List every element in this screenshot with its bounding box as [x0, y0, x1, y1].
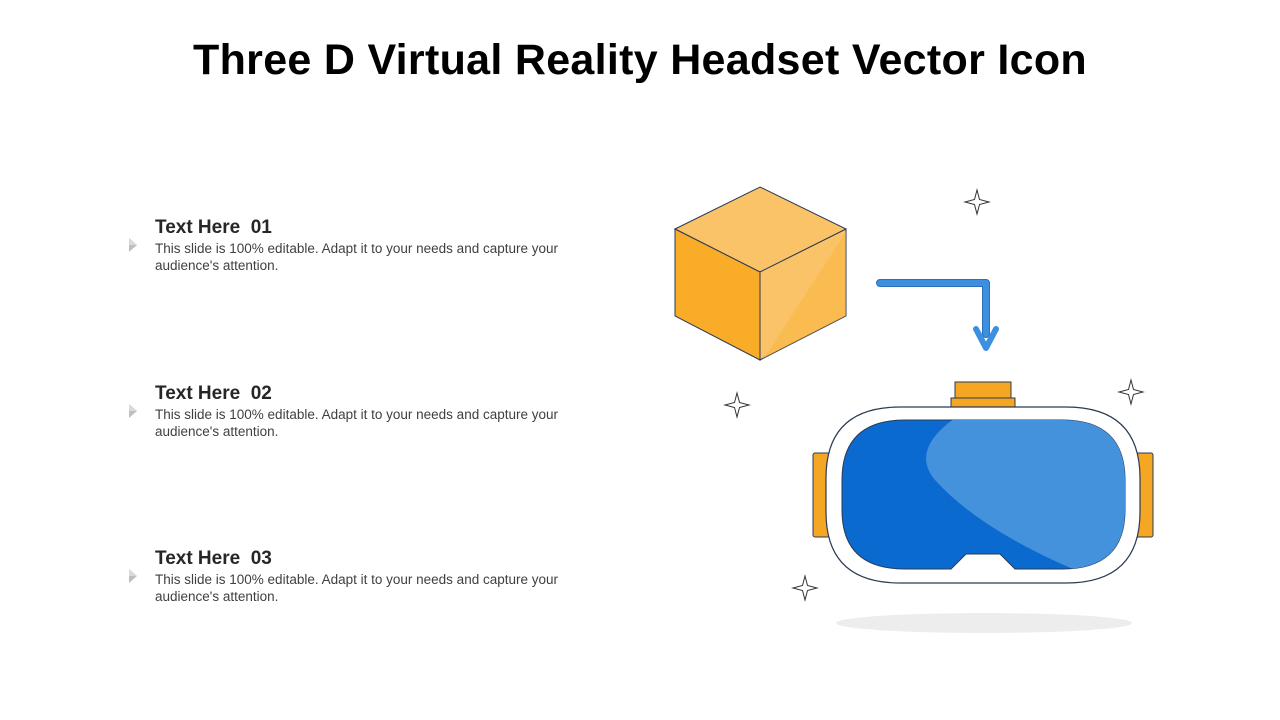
chevron-right-icon	[129, 404, 137, 418]
chevron-right-icon	[129, 238, 137, 252]
chevron-right-icon	[129, 569, 137, 583]
item-description: This slide is 100% editable. Adapt it to…	[155, 241, 558, 273]
sparkle-icon	[1117, 378, 1145, 406]
sparkle-icon	[963, 188, 991, 216]
item-description: This slide is 100% editable. Adapt it to…	[155, 572, 558, 604]
item-heading: Text Here 03	[155, 548, 272, 569]
cube-icon	[673, 186, 848, 361]
item-heading: Text Here 02	[155, 383, 272, 404]
sparkle-icon	[791, 574, 819, 602]
sparkle-icon	[723, 391, 751, 419]
item-description: This slide is 100% editable. Adapt it to…	[155, 407, 558, 439]
arrow-down-icon	[876, 279, 999, 351]
item-heading: Text Here 01	[155, 217, 272, 238]
vr-headset-icon	[812, 381, 1154, 584]
page-title: Three D Virtual Reality Headset Vector I…	[193, 36, 1087, 84]
headset-shadow	[836, 613, 1132, 633]
